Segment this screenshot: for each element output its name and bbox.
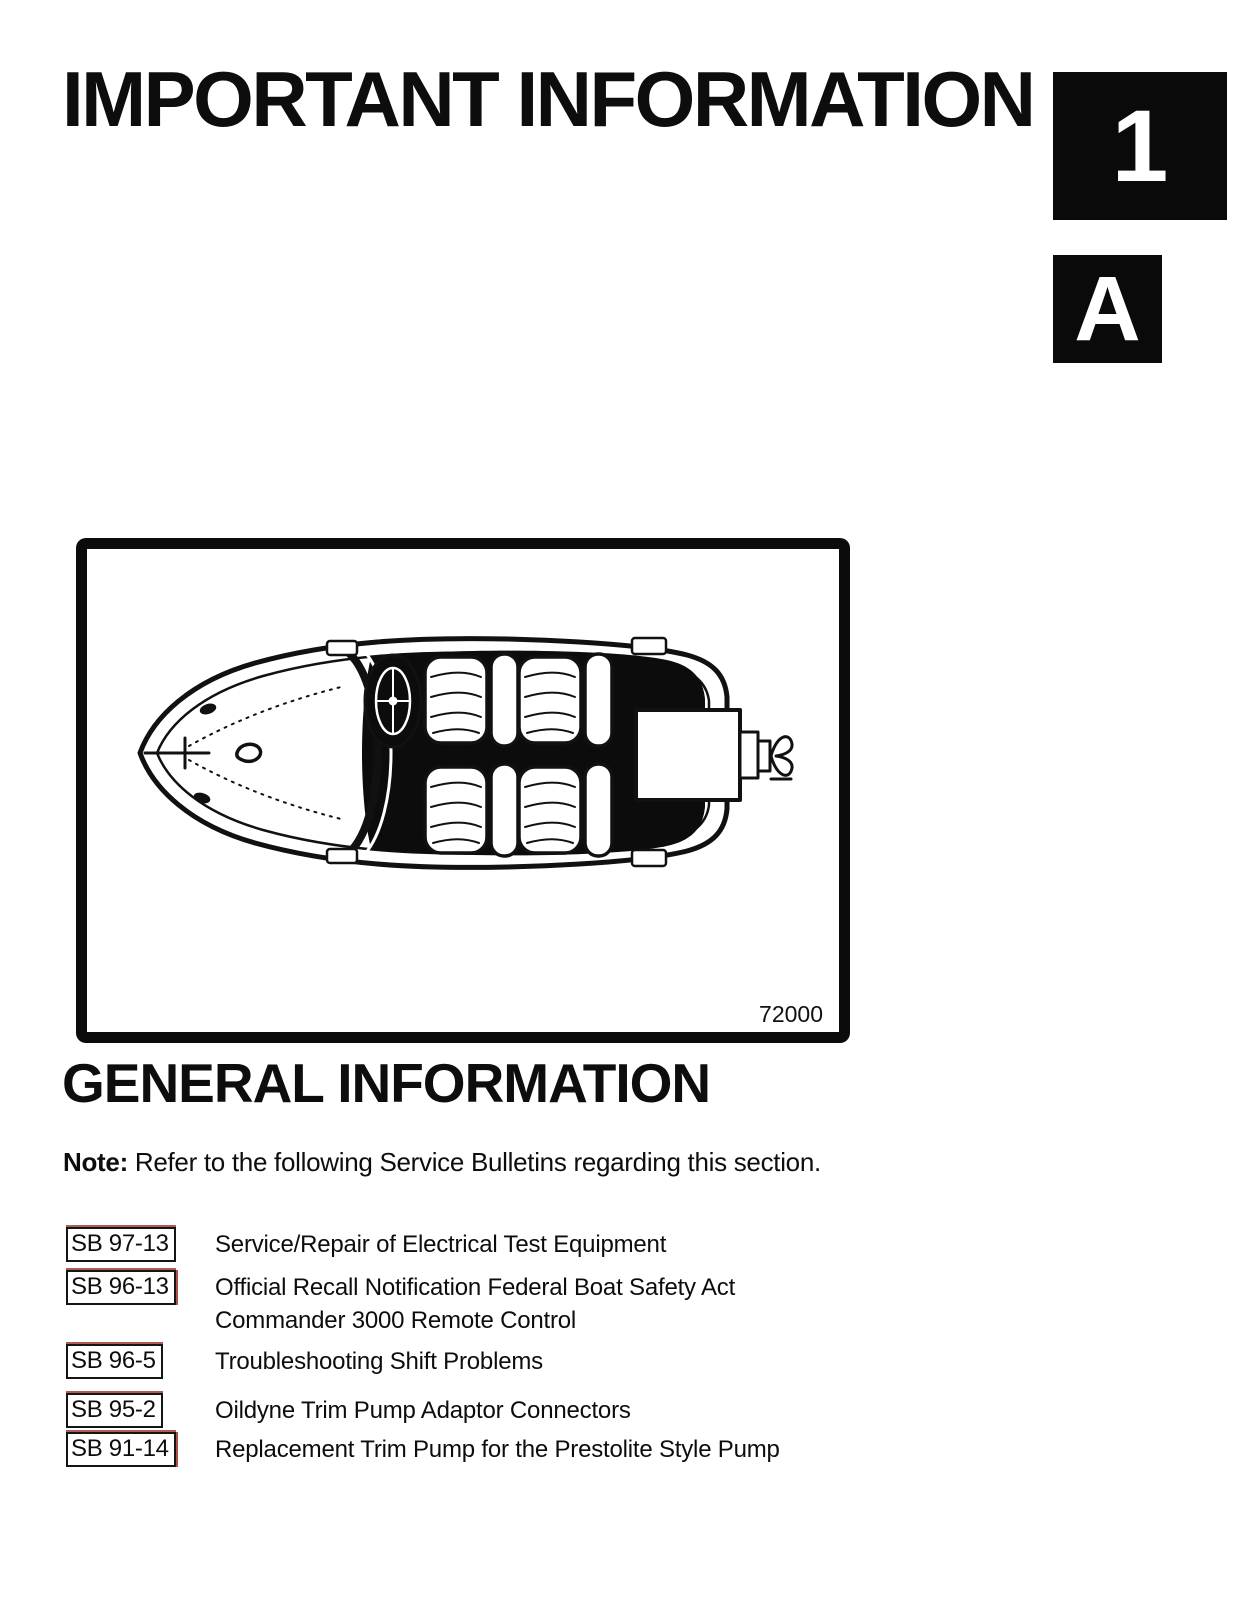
bulletin-description: Oildyne Trim Pump Adaptor Connectors: [215, 1393, 631, 1427]
bulletin-description-line: Oildyne Trim Pump Adaptor Connectors: [215, 1397, 631, 1424]
note-label: Note:: [63, 1147, 128, 1177]
bulletin-row: SB 95-2 Oildyne Trim Pump Adaptor Connect…: [66, 1393, 631, 1428]
boat-illustration: [137, 636, 794, 870]
bulletin-description: Service/Repair of Electrical Test Equipm…: [215, 1227, 666, 1261]
bulletin-description-line: Commander 3000 Remote Control: [215, 1307, 577, 1334]
bulletin-code-box: SB 96-13: [66, 1270, 176, 1305]
chapter-number: 1: [1111, 88, 1169, 203]
bulletin-row: SB 96-5 Troubleshooting Shift Problems: [66, 1344, 543, 1379]
bulletin-description: Replacement Trim Pump for the Prestolite…: [215, 1432, 780, 1466]
bulletin-description-line: Troubleshooting Shift Problems: [215, 1348, 543, 1375]
bulletin-description-line: Replacement Trim Pump for the Prestolite…: [215, 1436, 780, 1463]
chapter-number-tab: 1: [1053, 72, 1227, 220]
bulletin-code-box: SB 97-13: [66, 1227, 176, 1262]
bulletin-code-cell: SB 97-13: [66, 1227, 215, 1262]
section-heading: GENERAL INFORMATION: [62, 1052, 711, 1114]
bulletin-row: SB 97-13 Service/Repair of Electrical Tes…: [66, 1227, 666, 1262]
bulletin-code-box: SB 91-14: [66, 1432, 176, 1467]
bulletin-description: Troubleshooting Shift Problems: [215, 1344, 543, 1378]
bulletin-description: Official Recall Notification Federal Boa…: [215, 1270, 735, 1337]
bulletin-row: SB 91-14 Replacement Trim Pump for the Pr…: [66, 1432, 780, 1467]
bulletin-description-line: Service/Repair of Electrical Test Equipm…: [215, 1231, 667, 1258]
figure-code: 72000: [759, 1001, 823, 1027]
bulletin-code-cell: SB 91-14: [66, 1432, 215, 1467]
bulletin-code-box: SB 95-2: [66, 1393, 163, 1428]
bulletin-code-cell: SB 96-13: [66, 1270, 215, 1305]
bulletin-code-cell: SB 96-5: [66, 1344, 215, 1379]
note-text: Refer to the following Service Bulletins…: [134, 1147, 821, 1177]
bulletin-row: SB 96-13 Official Recall Notification Fed…: [66, 1270, 735, 1337]
note-line: Note: Refer to the following Service Bul…: [63, 1147, 821, 1178]
bulletin-description-line: Official Recall Notification Federal Boa…: [215, 1274, 736, 1301]
page-title: IMPORTANT INFORMATION: [62, 55, 1036, 143]
bulletin-code-cell: SB 95-2: [66, 1393, 215, 1428]
bulletin-code-box: SB 96-5: [66, 1344, 163, 1379]
figure-frame: 72000: [76, 538, 850, 1043]
section-letter-tab: A: [1053, 255, 1162, 363]
section-letter: A: [1074, 257, 1141, 360]
